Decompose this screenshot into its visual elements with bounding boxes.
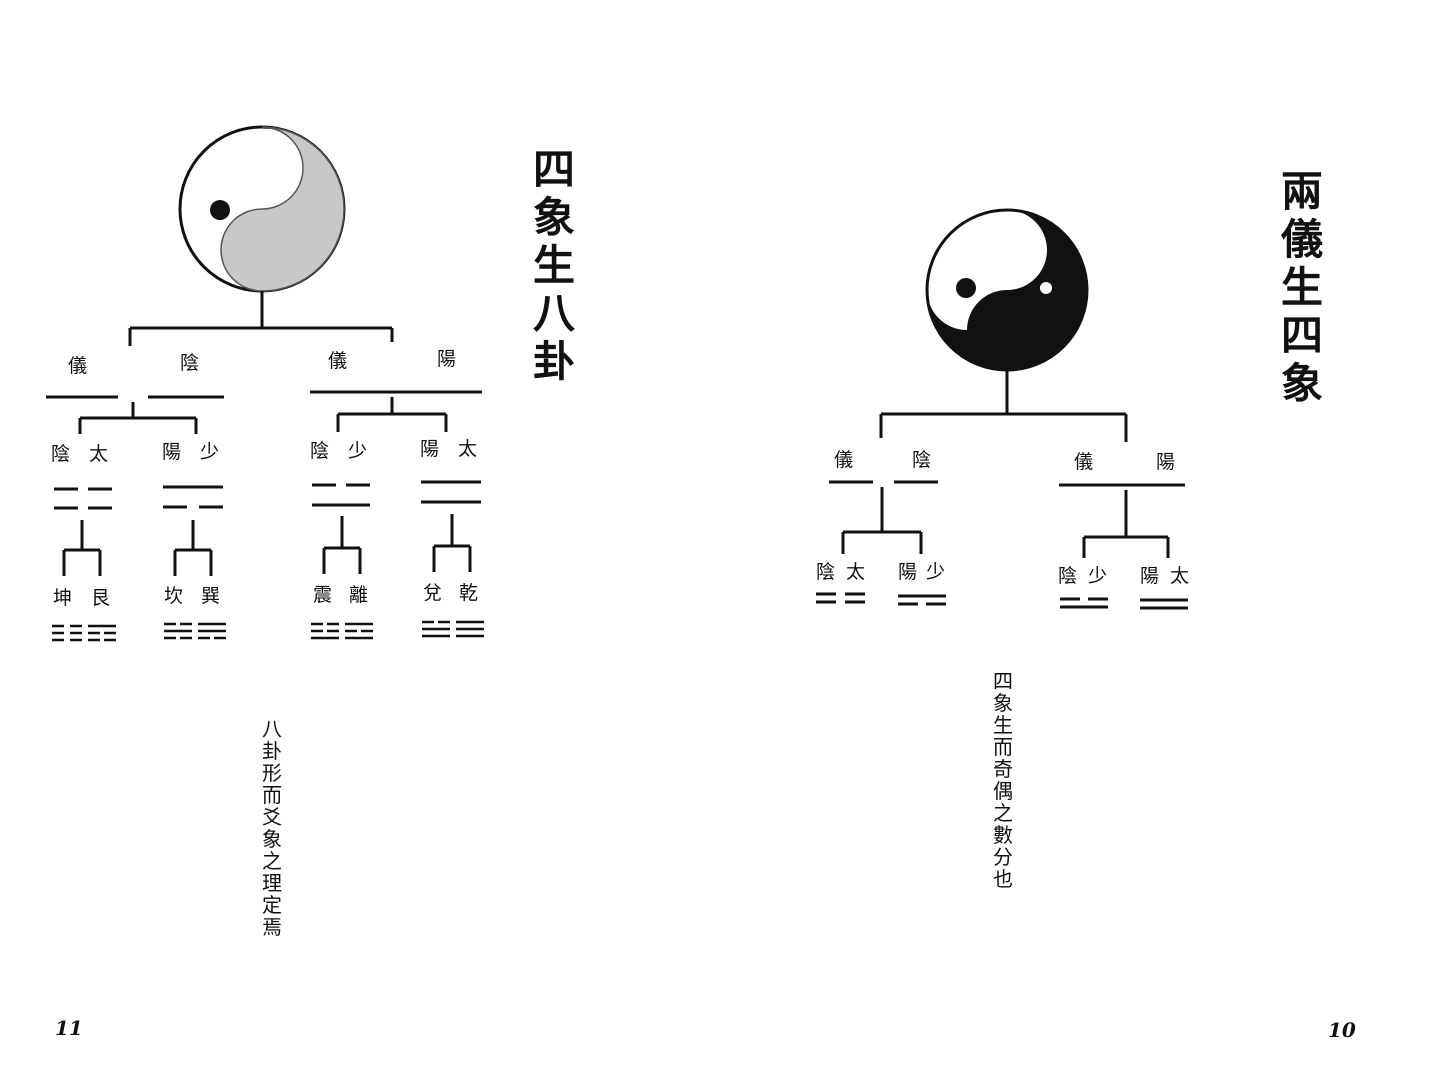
caption: 八卦形而爻象之理定焉 xyxy=(262,717,282,939)
trigram-label: 乾 xyxy=(459,582,479,604)
level2-label: 太 xyxy=(89,443,109,465)
trigram-icon xyxy=(52,620,484,642)
level2-label: 少 xyxy=(1088,565,1108,587)
level2-label: 陽 xyxy=(162,441,182,463)
taiji-icon xyxy=(178,125,346,293)
right-page: 兩儀生四象 儀 陰 儀 陽 陰 太 陽 少 陰 少 陽 太 四象生而奇偶之數分也… xyxy=(728,0,1456,1080)
level2-label: 陽 xyxy=(420,438,440,460)
trigram-label: 兌 xyxy=(423,582,443,604)
level2-label: 陽 xyxy=(1140,565,1160,587)
level1-label: 儀 xyxy=(1074,451,1094,473)
trigram-label: 坎 xyxy=(164,585,184,607)
level1-label: 陰 xyxy=(912,449,932,471)
level1-label: 陽 xyxy=(1156,451,1176,473)
bigram-icon xyxy=(816,592,1188,610)
level2-label: 太 xyxy=(1170,565,1190,587)
trigram-label: 坤 xyxy=(53,587,73,609)
level2-label: 陰 xyxy=(1058,565,1078,587)
level2-label: 太 xyxy=(846,561,866,583)
page-number: 10 xyxy=(1328,1018,1356,1042)
right-tree-diagram xyxy=(816,208,1188,610)
level2-label: 陽 xyxy=(898,561,918,583)
level1-label: 儀 xyxy=(834,449,854,471)
level2-label: 陰 xyxy=(310,440,330,462)
taiji-icon xyxy=(925,208,1089,372)
level1-label: 儀 xyxy=(328,350,348,372)
page-title: 四象生八卦 xyxy=(532,145,575,386)
level1-label: 陽 xyxy=(437,348,457,370)
level2-label: 少 xyxy=(926,561,946,583)
tree-lines xyxy=(46,291,482,576)
trigram-label: 巽 xyxy=(201,585,221,607)
level2-label: 陰 xyxy=(51,443,71,465)
left-page: 四象生八卦 儀 陰 儀 陽 陰 太 陽 少 陰 少 陽 太 坤 艮 坎 巽 震 … xyxy=(46,125,575,1040)
level2-label: 少 xyxy=(348,440,368,462)
page-number: 11 xyxy=(55,1016,83,1040)
trigram-label: 震 xyxy=(313,584,333,606)
level1-label: 儀 xyxy=(68,355,88,377)
trigram-label: 艮 xyxy=(91,587,111,609)
bigram-icon xyxy=(54,480,481,510)
level2-label: 陰 xyxy=(816,561,836,583)
level2-label: 太 xyxy=(458,438,478,460)
level2-label: 少 xyxy=(200,441,220,463)
left-tree-diagram xyxy=(46,125,484,642)
caption: 四象生而奇偶之數分也 xyxy=(993,669,1013,891)
trigram-label: 離 xyxy=(349,584,369,606)
tree-lines xyxy=(829,370,1185,558)
level1-label: 陰 xyxy=(180,352,200,374)
page-title: 兩儀生四象 xyxy=(1280,167,1323,408)
